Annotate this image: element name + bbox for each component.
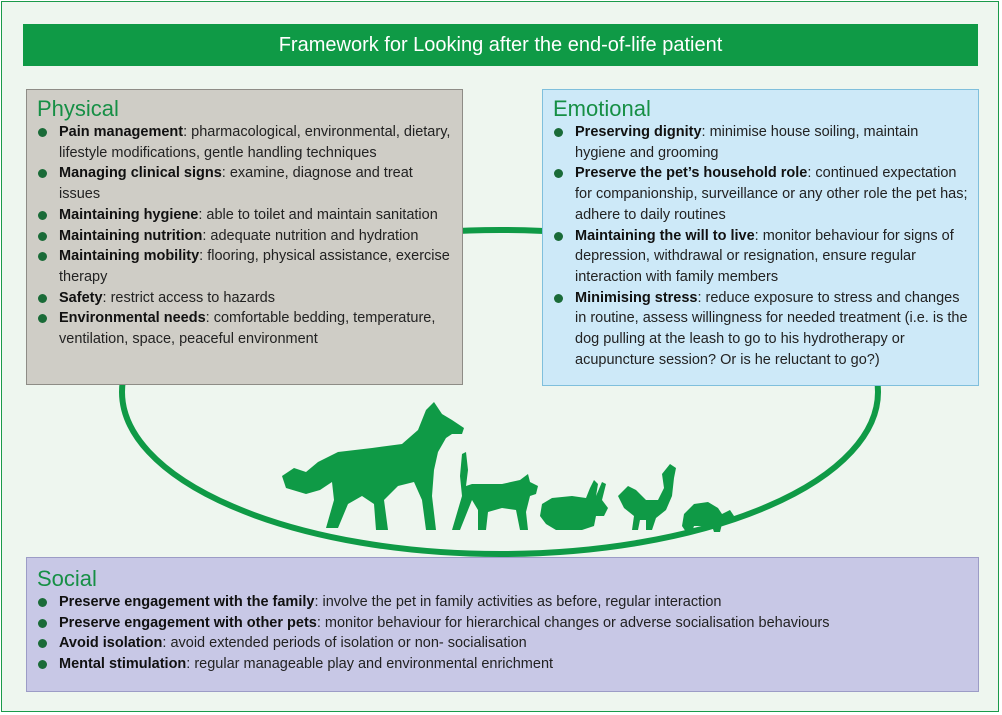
emotional-box: Emotional Preserving dignity: minimise h… xyxy=(542,89,979,386)
list-item: Preserve the pet’s household role: conti… xyxy=(553,163,968,225)
tortoise-silhouette-icon xyxy=(682,502,734,532)
list-item: Preserving dignity: minimise house soili… xyxy=(553,122,968,163)
list-item: Maintaining nutrition: adequate nutritio… xyxy=(37,226,452,247)
animal-silhouettes xyxy=(282,402,734,532)
list-item: Minimising stress: reduce exposure to st… xyxy=(553,288,968,371)
list-item: Maintaining the will to live: monitor be… xyxy=(553,226,968,288)
list-item: Safety: restrict access to hazards xyxy=(37,288,452,309)
social-box: Social Preserve engagement with the fami… xyxy=(26,557,979,692)
list-item: Mental stimulation: regular manageable p… xyxy=(37,654,968,675)
physical-heading: Physical xyxy=(37,96,119,121)
list-item: Maintaining hygiene: able to toilet and … xyxy=(37,205,452,226)
dog-silhouette-icon xyxy=(282,402,464,530)
list-item: Preserve engagement with the family: inv… xyxy=(37,592,968,613)
page-title: Framework for Looking after the end-of-l… xyxy=(23,24,978,66)
list-item: Maintaining mobility: flooring, physical… xyxy=(37,246,452,287)
physical-box: Physical Pain management: pharmacologica… xyxy=(26,89,463,385)
list-item: Managing clinical signs: examine, diagno… xyxy=(37,163,452,204)
emotional-heading: Emotional xyxy=(553,96,651,121)
list-item: Avoid isolation: avoid extended periods … xyxy=(37,633,968,654)
list-item: Preserve engagement with other pets: mon… xyxy=(37,613,968,634)
rabbit-silhouette-icon xyxy=(540,480,608,530)
chicken-silhouette-icon xyxy=(618,464,676,530)
list-item: Environmental needs: comfortable bedding… xyxy=(37,308,452,349)
list-item: Pain management: pharmacological, enviro… xyxy=(37,122,452,163)
social-heading: Social xyxy=(37,566,97,591)
cat-silhouette-icon xyxy=(452,452,538,530)
